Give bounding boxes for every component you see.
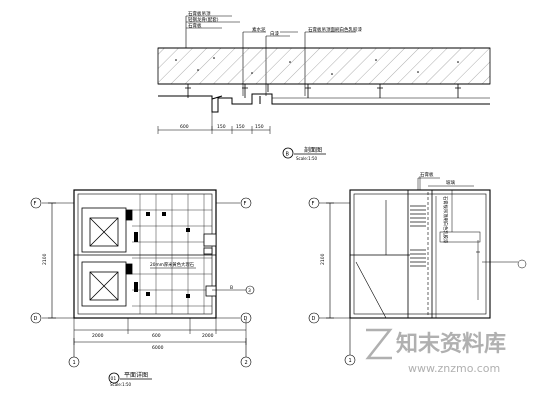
plan-dimensions xyxy=(73,318,247,345)
section-dim-2: 150 xyxy=(217,124,226,130)
elev-grid-label-1: F xyxy=(312,201,315,207)
section-dim-3: 150 xyxy=(236,124,245,130)
plan-title: 平面详图 xyxy=(124,371,148,379)
watermark-url: www.znzmo.com xyxy=(408,362,500,375)
plan-callout: 20mm厚米黄色大理石 B 3 xyxy=(150,261,255,295)
plan-scale: Scale:1:50 xyxy=(110,382,132,387)
plan-grid-label-3: D xyxy=(34,316,38,322)
watermark: 知末资料库 www.znzmo.com xyxy=(365,328,506,375)
plan-grid-label-6: 2 xyxy=(245,360,248,366)
elevation-callout xyxy=(482,259,527,269)
section-title: 剖面图 xyxy=(304,146,322,154)
plan-vertical-dim: 2100 xyxy=(42,253,48,265)
section-note-2: 轻钢龙骨(配套) xyxy=(188,16,219,23)
ceiling-profile xyxy=(158,93,490,113)
section-symbol: B xyxy=(286,152,290,158)
elev-vertical-dim: 2100 xyxy=(320,253,326,265)
section-note-1: 石膏板吊顶 xyxy=(188,10,211,17)
section-scale: Scale:1:50 xyxy=(296,156,318,161)
plan-grid-label-1: F xyxy=(34,201,37,207)
plan-callout-symbol: B xyxy=(230,285,233,291)
elev-note-2: 玻璃 xyxy=(446,179,455,186)
section-note-3: 石膏板 xyxy=(188,22,202,29)
section-note-4: 素水泥 xyxy=(252,26,266,33)
section-dim-1: 600 xyxy=(180,124,189,130)
elev-note-1: 石膏板 xyxy=(420,171,434,178)
watermark-logo-icon xyxy=(365,328,393,360)
elevation-notes xyxy=(417,176,474,232)
elevator-cabins xyxy=(81,207,133,307)
plan-grid-label-2: F xyxy=(244,201,247,207)
concrete-slab xyxy=(157,47,491,85)
plan-dim-3: 2000 xyxy=(202,333,214,339)
plan-symbol: 01 xyxy=(111,376,117,382)
ceiling-hangers xyxy=(185,84,461,98)
section-note-6: 石膏板吊顶面刷白色乳胶漆 xyxy=(308,26,362,33)
elevation-view: F D 1 2100 xyxy=(308,171,527,366)
section-title-block: B 剖面图 Scale:1:50 xyxy=(282,146,326,161)
plan-callout-number: 3 xyxy=(248,288,251,294)
plan-walls xyxy=(73,189,217,319)
plan-dim-2: 600 xyxy=(152,333,161,339)
plan-dim-overall: 6000 xyxy=(152,345,164,351)
elev-grid-label-3: 1 xyxy=(349,358,352,364)
elev-grid-label-2: D xyxy=(312,316,316,322)
section-dimensions xyxy=(157,112,271,134)
section-dim-4: 150 xyxy=(255,124,264,130)
plan-dim-1: 2000 xyxy=(92,333,104,339)
section-note-5: 白漆 xyxy=(270,30,279,37)
tile-marks xyxy=(134,212,190,298)
plan-view: F F D D 1 2 2100 xyxy=(30,189,255,387)
elev-note-3: 石膏板吊顶刷白色乳胶漆 xyxy=(442,196,449,244)
plan-title-block: 01 平面详图 Scale:1:50 xyxy=(108,371,152,387)
watermark-text: 知末资料库 xyxy=(396,331,506,357)
plan-grid-label-4: D xyxy=(244,316,248,322)
plan-grid xyxy=(30,197,252,368)
section-view: 石膏板吊顶 轻钢龙骨(配套) 石膏板 素水泥 白漆 石膏板吊顶面刷白色乳胶漆 xyxy=(157,10,491,161)
plan-callout-text: 20mm厚米黄色大理石 xyxy=(150,261,195,268)
plan-grid-label-5: 1 xyxy=(73,360,76,366)
plan-door-jambs xyxy=(203,233,217,318)
floor-tiles xyxy=(132,194,212,314)
elevation-grid xyxy=(308,197,356,366)
